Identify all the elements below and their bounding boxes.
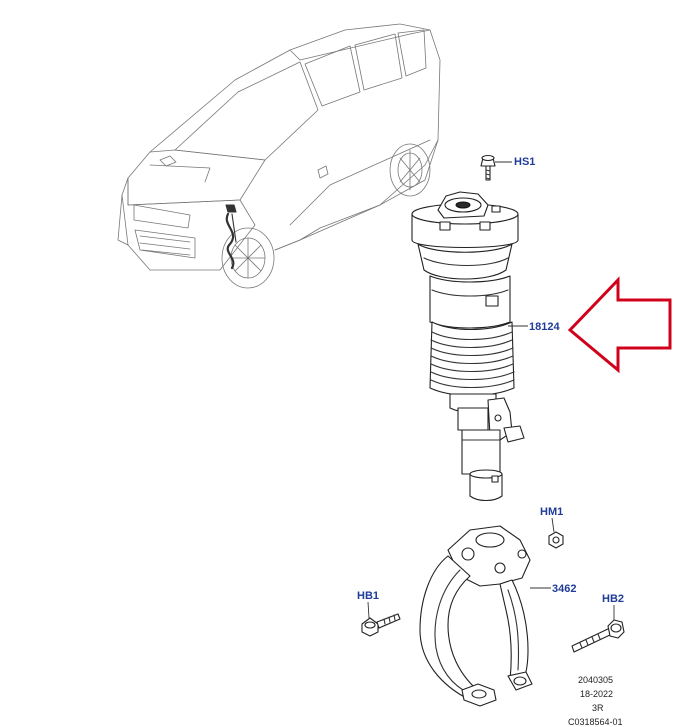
reference-line-2: 18-2022 [580,689,613,699]
hb1-leader [367,601,370,619]
fork-icon [419,525,533,707]
reference-line-4: C0318564-01 [568,717,623,727]
air-strut-icon [411,191,525,502]
reference-block: 2040305 18-2022 3R C0318564-01 [568,675,623,727]
callout-hb1: HB1 [357,590,379,602]
nut-hm1-icon [548,531,564,549]
reference-line-3: 3R [592,703,604,713]
callout-hb2: HB2 [602,593,624,605]
callout-strut: 18124 [529,321,560,333]
bolt-hs1-icon [480,154,496,181]
callout-hs1: HS1 [514,156,535,168]
callout-fork: 3462 [552,583,576,595]
vehicle-outline-icon [117,23,441,289]
bolt-hb1-icon [361,613,401,637]
left-arrow-icon [567,276,672,374]
bolt-hb2-icon [571,619,625,653]
reference-line-1: 2040305 [578,675,613,685]
hm1-leader [551,517,555,533]
callout-hm1: HM1 [540,506,563,518]
